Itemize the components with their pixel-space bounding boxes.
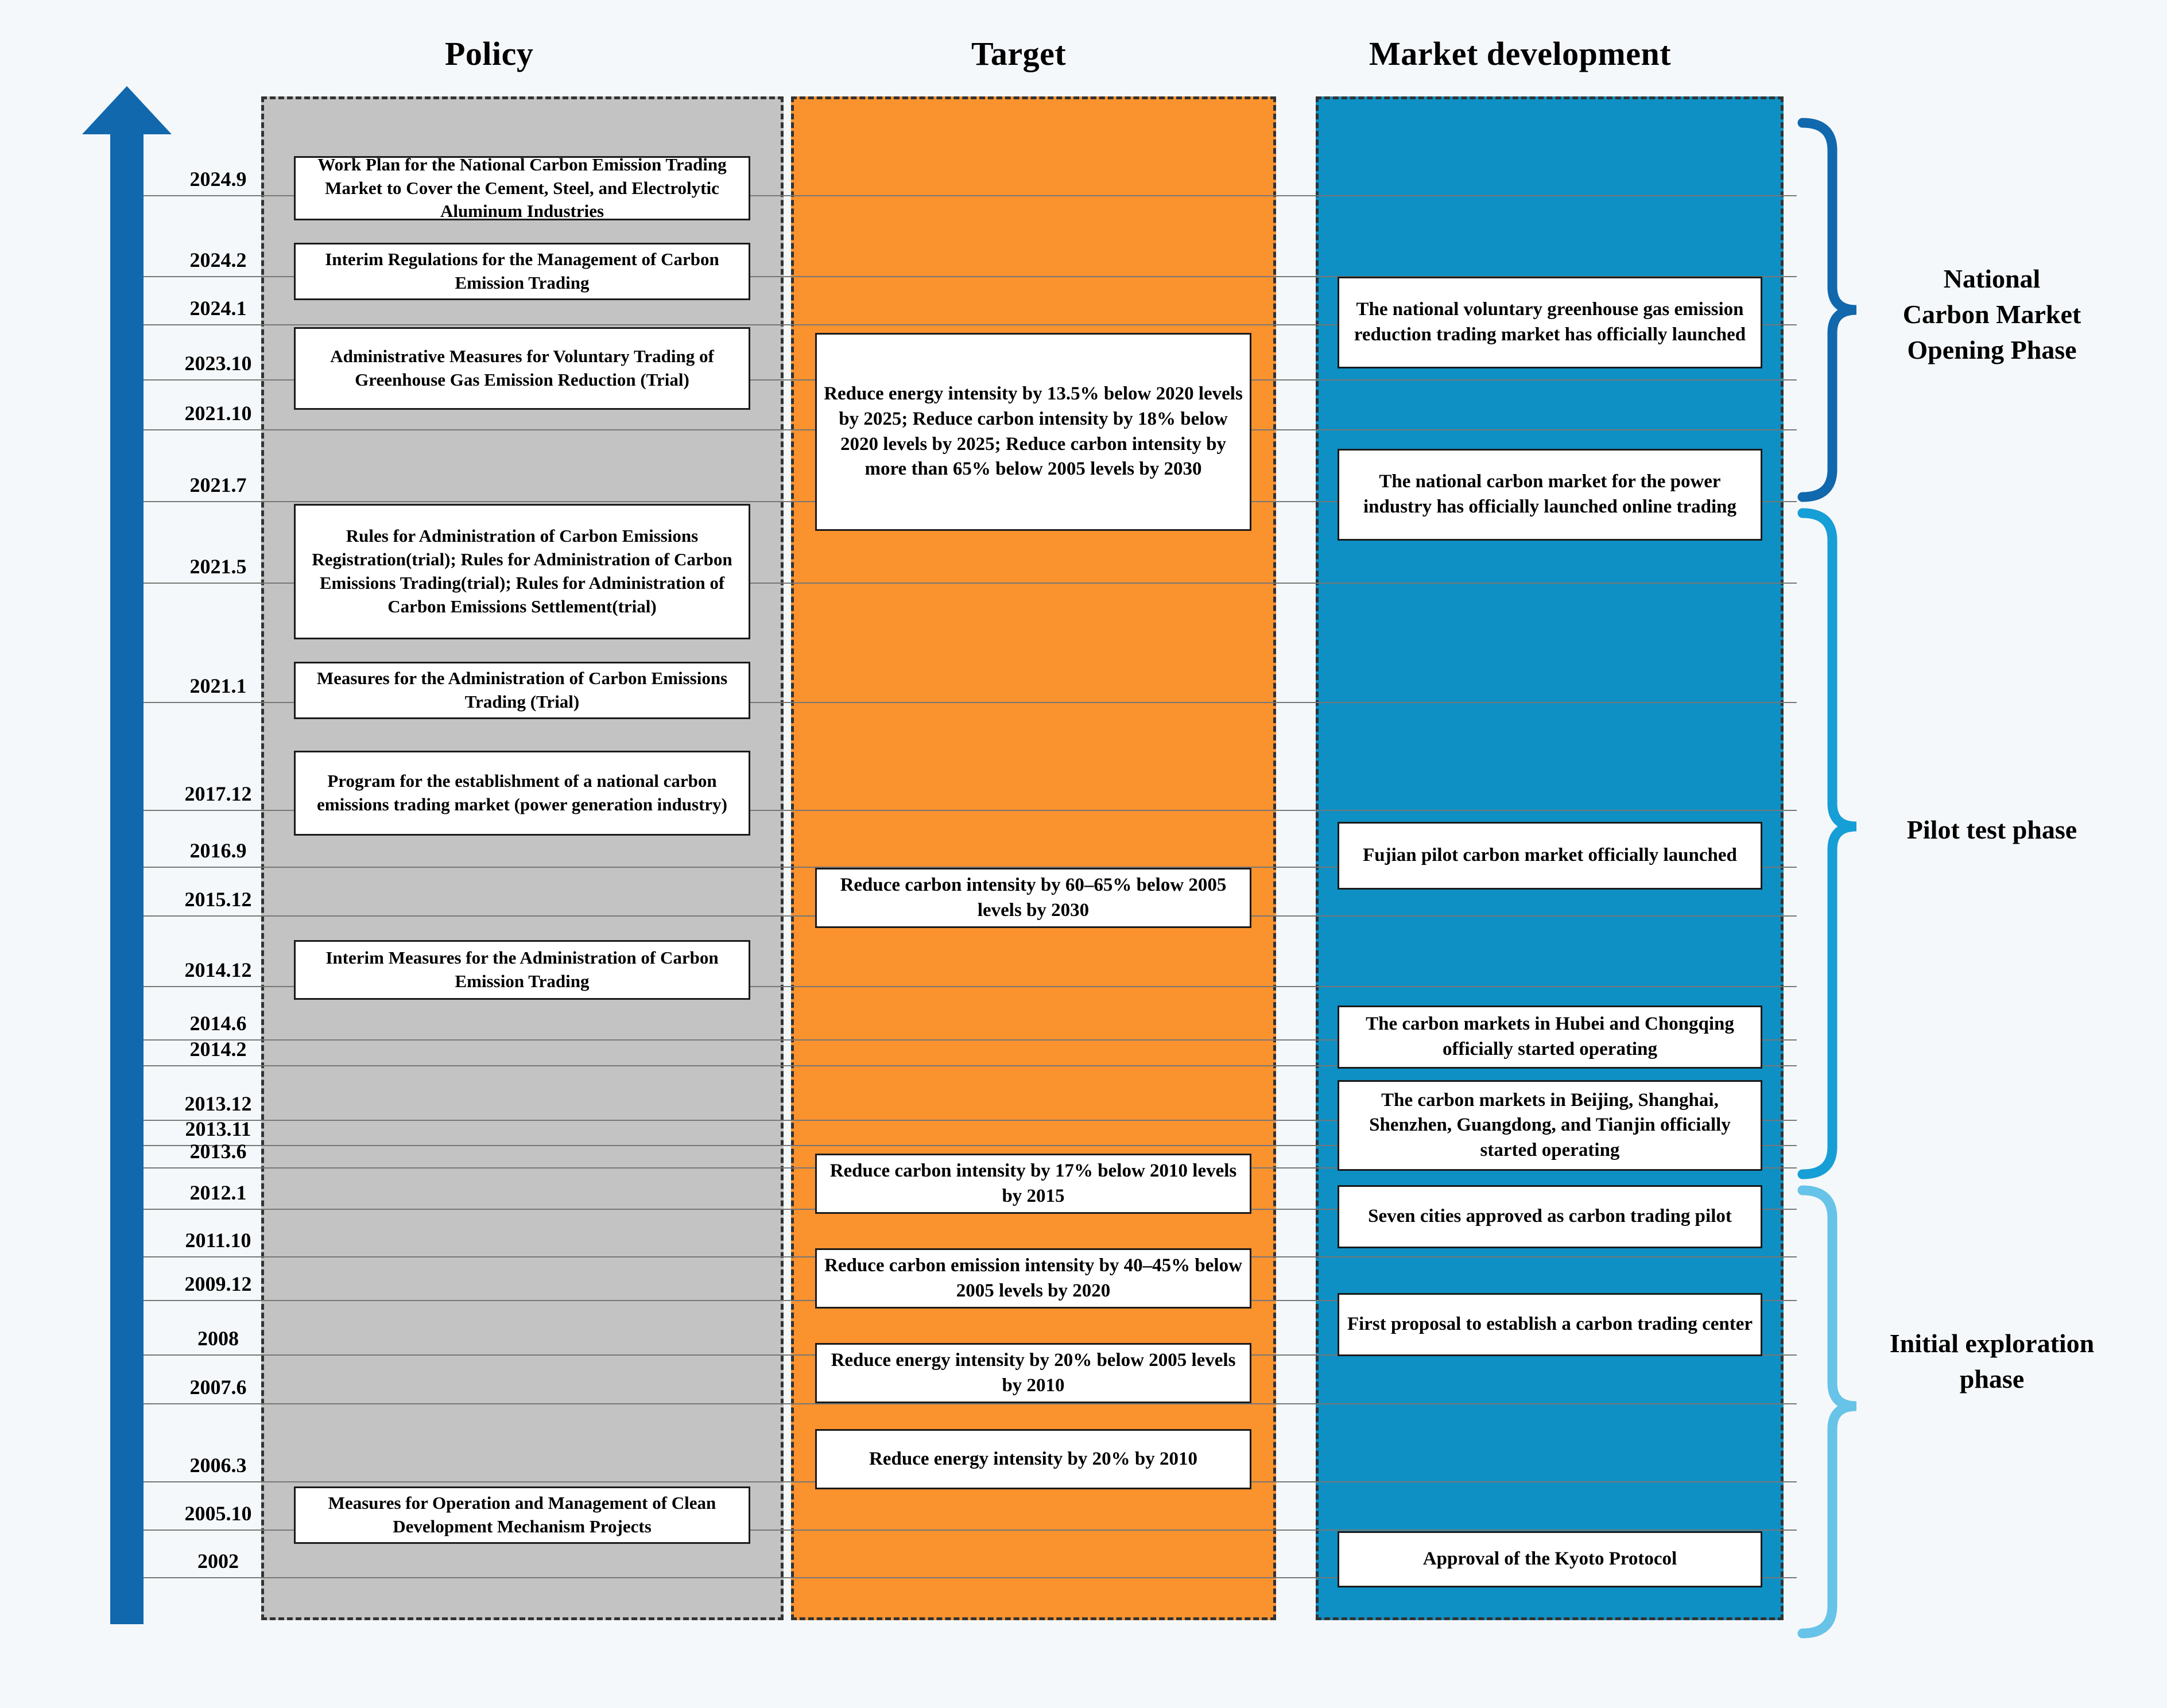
timeline-date-label: 2007.6 <box>189 1376 247 1399</box>
timeline-date-label: 2005.10 <box>184 1502 252 1525</box>
timeline-tick-line <box>144 1530 1797 1531</box>
policy-item-box[interactable]: Interim Regulations for the Management o… <box>294 243 750 300</box>
phase-label-pilot: Pilot test phase <box>1868 812 2115 848</box>
timeline-date-label: 2012.1 <box>189 1181 247 1204</box>
timeline-date-label: 2021.10 <box>184 402 252 425</box>
policy-item-box[interactable]: Rules for Administration of Carbon Emiss… <box>294 504 750 639</box>
timeline-date-label: 2024.2 <box>189 249 247 271</box>
policy-item-box[interactable]: Program for the establishment of a natio… <box>294 751 750 836</box>
timeline-tick-line <box>144 1145 1797 1146</box>
column-header-target: Target <box>971 35 1067 72</box>
market-item-box[interactable]: The carbon markets in Beijing, Shanghai,… <box>1338 1080 1762 1171</box>
timeline-date-label: 2021.5 <box>189 555 247 578</box>
phase-label-line: Opening Phase <box>1907 335 2077 365</box>
phase-label-line: National <box>1943 264 2041 293</box>
timeline-date-label: 2002 <box>197 1550 239 1573</box>
column-header-policy: Policy <box>445 35 534 72</box>
timeline-date-label: 2014.6 <box>189 1012 247 1035</box>
timeline-date-label: 2008 <box>197 1327 239 1350</box>
timeline-date-label: 2011.10 <box>185 1229 251 1252</box>
timeline-tick-line <box>144 1120 1797 1121</box>
timeline-tick-line <box>144 195 1797 196</box>
timeline-arrow-shaft <box>110 132 144 1624</box>
market-item-box[interactable]: Approval of the Kyoto Protocol <box>1338 1531 1762 1587</box>
timeline-tick-line <box>144 1039 1797 1041</box>
column-header-market: Market development <box>1369 35 1672 72</box>
market-item-box[interactable]: Fujian pilot carbon market officially la… <box>1338 822 1762 890</box>
timeline-date-label: 2013.12 <box>184 1092 252 1115</box>
timeline-date-label: 2014.12 <box>184 958 252 981</box>
policy-item-box[interactable]: Administrative Measures for Voluntary Tr… <box>294 327 750 410</box>
timeline-date-label: 2009.12 <box>184 1272 252 1295</box>
timeline-tick-line <box>144 324 1797 325</box>
target-item-box[interactable]: Reduce carbon intensity by 17% below 201… <box>815 1154 1251 1214</box>
timeline-tick-line <box>144 867 1797 868</box>
phase-label-line: Pilot test phase <box>1906 815 2077 844</box>
timeline-tick-line <box>144 702 1797 703</box>
timeline-arrow-head <box>82 86 172 134</box>
policy-item-box[interactable]: Measures for the Administration of Carbo… <box>294 662 750 719</box>
phase-label-line: phase <box>1959 1364 2025 1394</box>
timeline-tick-line <box>144 583 1797 584</box>
timeline-tick-line <box>144 810 1797 811</box>
timeline-date-label: 2014.2 <box>189 1038 247 1061</box>
timeline-date-label: 2013.6 <box>189 1140 247 1163</box>
market-item-box[interactable]: The national voluntary greenhouse gas em… <box>1338 277 1762 368</box>
policy-item-box[interactable]: Work Plan for the National Carbon Emissi… <box>294 154 750 221</box>
timeline-tick-line <box>144 986 1797 987</box>
timeline-tick-line <box>144 1403 1797 1404</box>
target-item-box[interactable]: Reduce energy intensity by 20% by 2010 <box>815 1429 1251 1489</box>
timeline-date-label: 2017.12 <box>184 782 252 805</box>
timeline-date-label: 2013.11 <box>185 1117 251 1140</box>
market-item-box[interactable]: The carbon markets in Hubei and Chongqin… <box>1338 1006 1762 1069</box>
target-item-box[interactable]: Reduce carbon intensity by 60–65% below … <box>815 868 1251 928</box>
phase-bracket-pilot <box>1797 508 1857 1179</box>
phase-bracket-national <box>1797 118 1857 502</box>
phase-bracket-initial <box>1797 1185 1857 1639</box>
timeline-date-label: 2021.1 <box>189 674 247 697</box>
policy-item-box[interactable]: Measures for Operation and Management of… <box>294 1486 750 1544</box>
timeline-tick-line <box>144 1577 1797 1578</box>
timeline-date-label: 2023.10 <box>184 352 252 375</box>
market-item-box[interactable]: Seven cities approved as carbon trading … <box>1338 1185 1762 1248</box>
target-item-box[interactable]: Reduce energy intensity by 20% below 200… <box>815 1343 1251 1403</box>
policy-item-box[interactable]: Interim Measures for the Administration … <box>294 940 750 1000</box>
timeline-date-label: 2006.3 <box>189 1454 247 1477</box>
phase-label-national: National Carbon Market Opening Phase <box>1868 261 2115 368</box>
phase-label-line: Carbon Market <box>1902 300 2081 329</box>
timeline-date-label: 2024.1 <box>189 297 247 320</box>
timeline-date-label: 2016.9 <box>189 839 247 862</box>
timeline-date-label: 2015.12 <box>184 888 252 911</box>
timeline-date-label: 2021.7 <box>189 473 247 496</box>
target-item-box[interactable]: Reduce carbon emission intensity by 40–4… <box>815 1248 1251 1309</box>
timeline-tick-line <box>144 276 1797 277</box>
target-item-box[interactable]: Reduce energy intensity by 13.5% below 2… <box>815 333 1251 531</box>
timeline-tick-line <box>144 1065 1797 1066</box>
timeline-date-label: 2024.9 <box>189 168 247 191</box>
phase-label-initial: Initial exploration phase <box>1868 1326 2115 1397</box>
market-item-box[interactable]: First proposal to establish a carbon tra… <box>1338 1293 1762 1356</box>
phase-label-line: Initial exploration <box>1889 1329 2095 1358</box>
market-item-box[interactable]: The national carbon market for the power… <box>1338 449 1762 541</box>
